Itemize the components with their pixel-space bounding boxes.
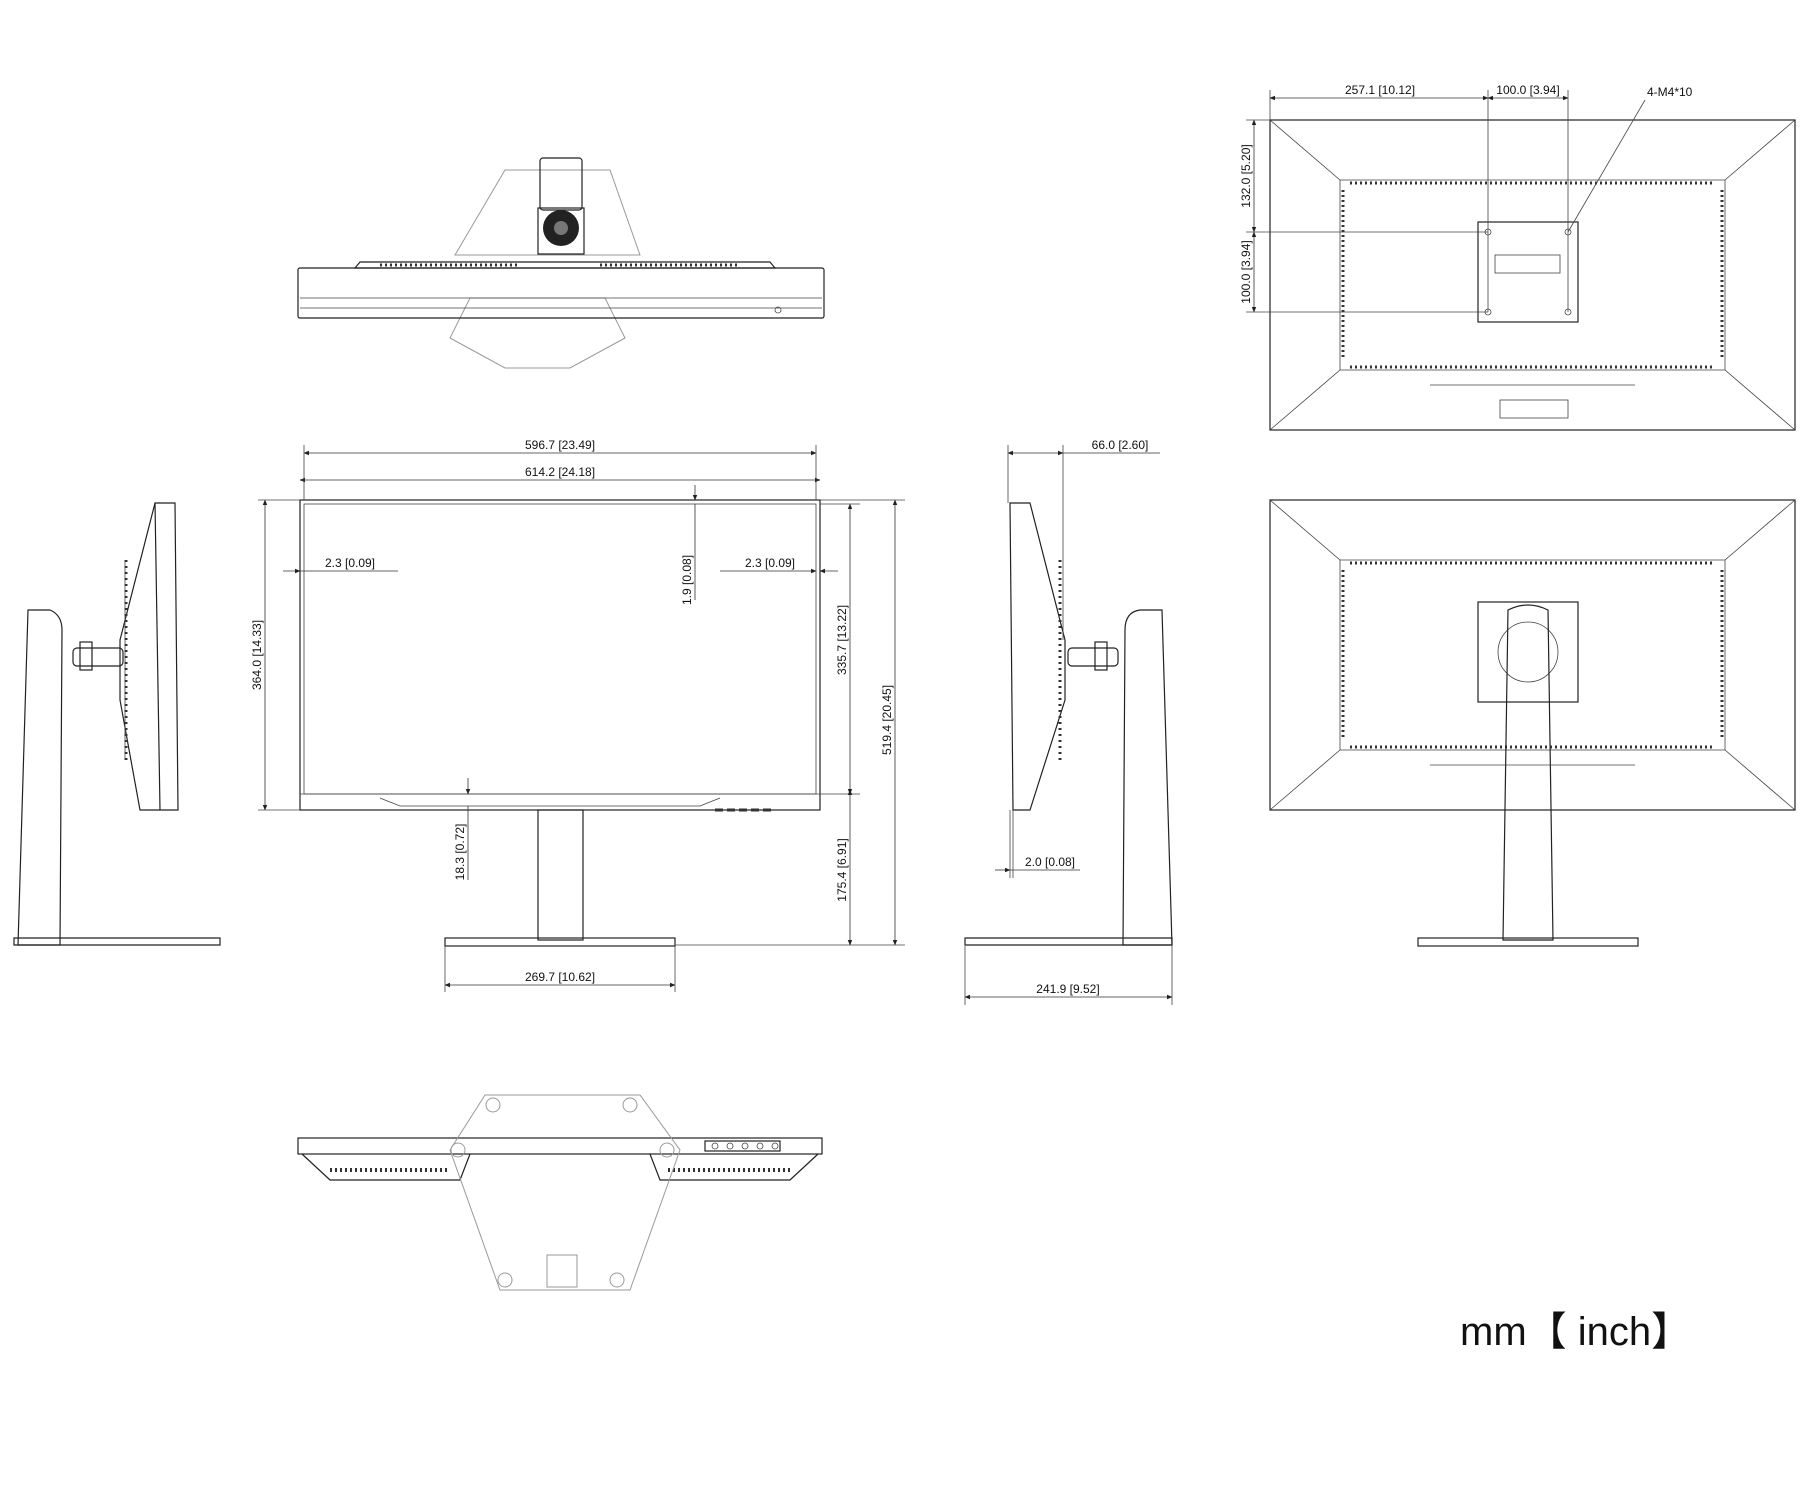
dim-vesa-vertical: 100.0 [3.94] [1239,240,1253,303]
right-side-view: 66.0 [2.60] 2.0 [0.08] 241.9 [9.52] [964,438,1173,1005]
front-dimensions: 596.7 [23.49] 614.2 [24.18] 2.3 [0.09] 2… [250,438,905,992]
dim-inner-height: 335.7 [13.22] [835,605,849,675]
left-side-view [13,502,221,946]
dim-total-height: 519.4 [20.45] [880,685,894,755]
dim-front-inner-width: 596.7 [23.49] [525,438,595,452]
top-view [297,157,825,369]
stand-base-outline [449,1094,681,1291]
front-view [299,499,821,947]
rear-view-vesa: 257.1 [10.12] 100.0 [3.94] 4-M4*10 132.0… [1239,83,1796,431]
dim-rear-offset: 257.1 [10.12] [1345,83,1415,97]
dim-vesa-screw: 4-M4*10 [1647,85,1693,99]
dim-panel-thickness: 2.0 [0.08] [1025,855,1075,869]
dim-bottom-bezel: 18.3 [0.72] [453,824,467,881]
dim-depth-head: 66.0 [2.60] [1092,438,1149,452]
dim-rear-top: 132.0 [5.20] [1239,144,1253,207]
dim-left-bezel: 2.3 [0.09] [325,556,375,570]
units-legend: mm【 inch】 [1460,1310,1691,1354]
dim-top-bezel: 1.9 [0.08] [680,555,694,605]
dim-vesa-horizontal: 100.0 [3.94] [1496,83,1559,97]
dim-front-outer-width: 614.2 [24.18] [525,465,595,479]
dim-stand-clearance: 175.4 [6.91] [835,838,849,901]
dim-right-bezel: 2.3 [0.09] [745,556,795,570]
dim-outer-height: 364.0 [14.33] [250,620,264,690]
bottom-buttons [711,1142,779,1150]
rear-view-stand [1269,499,1796,947]
bottom-view [297,1094,823,1291]
dim-base-width: 269.7 [10.62] [525,970,595,984]
dim-base-depth: 241.9 [9.52] [1036,982,1099,996]
